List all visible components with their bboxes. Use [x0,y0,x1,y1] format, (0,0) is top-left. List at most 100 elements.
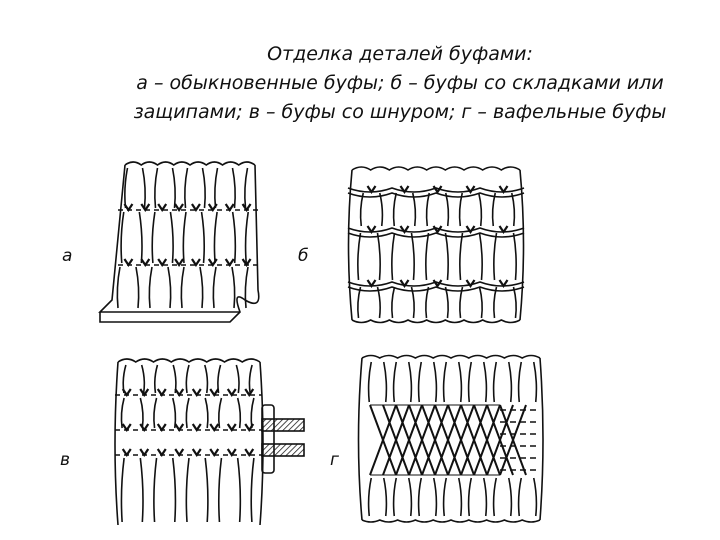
fold-line [425,232,430,281]
fold-line [478,232,483,281]
fold-line [199,266,204,309]
fold-line [235,364,240,394]
fold-line [217,397,223,429]
illustration-ordinary-puffs [98,161,260,323]
fold-line [153,457,158,523]
fold-line [442,477,448,517]
fold-line [532,477,538,517]
fold-line [204,364,209,394]
waffle-bounds [370,404,500,476]
gather-mark [121,423,132,432]
fold-line [231,211,237,264]
pleat-band [347,192,525,198]
gather-mark [498,279,509,288]
fold-line [459,232,464,281]
fold-line [140,364,146,394]
gather-mark [399,279,410,288]
fold-line [407,477,413,517]
fold-line [116,266,121,309]
gather-mark [244,448,255,457]
label-a: а [62,246,73,266]
pleat-band [347,232,525,238]
fold-line [392,192,398,227]
fold-line [493,232,498,281]
fold-line [512,286,517,319]
fold-line [185,364,190,394]
fold-line [122,364,127,394]
fold-line [407,361,413,403]
cord [261,418,305,432]
fold-line [204,457,209,523]
fold-line [444,286,449,319]
gather-mark [226,423,237,432]
fold-line [138,211,143,264]
gather-mark [366,225,377,234]
fold-line [442,361,448,403]
bottom-edge [351,319,521,324]
fold-line [467,361,473,403]
left-edge [98,164,240,313]
illustration-pleated-puffs [347,166,525,324]
fold-line [250,457,255,523]
gather-mark [156,388,167,397]
fold-line [212,266,217,309]
fold-line [425,192,431,227]
fold-line [417,361,423,403]
fold-line [200,211,206,264]
fold-line [458,192,464,227]
fold-line [444,232,449,281]
fold-line [507,477,513,517]
gather-mark [241,258,252,267]
gather-mark [123,258,134,267]
gather-mark [174,423,185,432]
fold-line [376,286,381,319]
fold-line [491,192,497,227]
fold-line [457,361,463,403]
fold-line [482,477,488,517]
gather-mark [191,448,202,457]
fold-line [478,286,483,319]
gather-mark [140,258,151,267]
fold-line [244,266,249,309]
fold-line [532,361,538,403]
fold-line [182,211,187,264]
gather-mark [174,203,184,212]
gather-mark [191,203,201,212]
gather-mark [366,185,377,194]
fold-line [151,211,156,264]
fold-line [214,167,219,209]
fold-line [244,167,249,209]
fold-line [492,477,498,517]
fold-line [124,167,129,209]
fold-line [135,266,140,309]
fold-line [392,361,398,403]
fold-line [169,211,174,264]
fold-line [512,232,517,281]
fold-line [482,361,488,403]
gather-mark [191,423,202,432]
fold-line [217,457,223,523]
fold-line [236,457,242,523]
gather-mark [432,185,443,194]
fold-line [492,361,498,403]
gather-mark [465,279,476,288]
fold-line [359,192,365,227]
gather-mark [174,448,185,457]
gather-mark [139,388,150,397]
gather-mark [209,423,220,432]
fold-line [231,167,236,209]
gather-mark [157,258,168,267]
fold-line [382,361,388,403]
fold-line [507,361,513,403]
fold-line [367,361,373,403]
top-edge [117,358,261,363]
fold-line [185,397,190,429]
gather-mark [139,448,150,457]
fold-line [171,457,177,523]
fold-line [231,266,236,309]
fold-line [410,286,415,319]
gather-mark [139,423,150,432]
fold-line [154,167,159,209]
gather-mark [366,279,377,288]
illustration-waffle-puffs [357,354,544,523]
